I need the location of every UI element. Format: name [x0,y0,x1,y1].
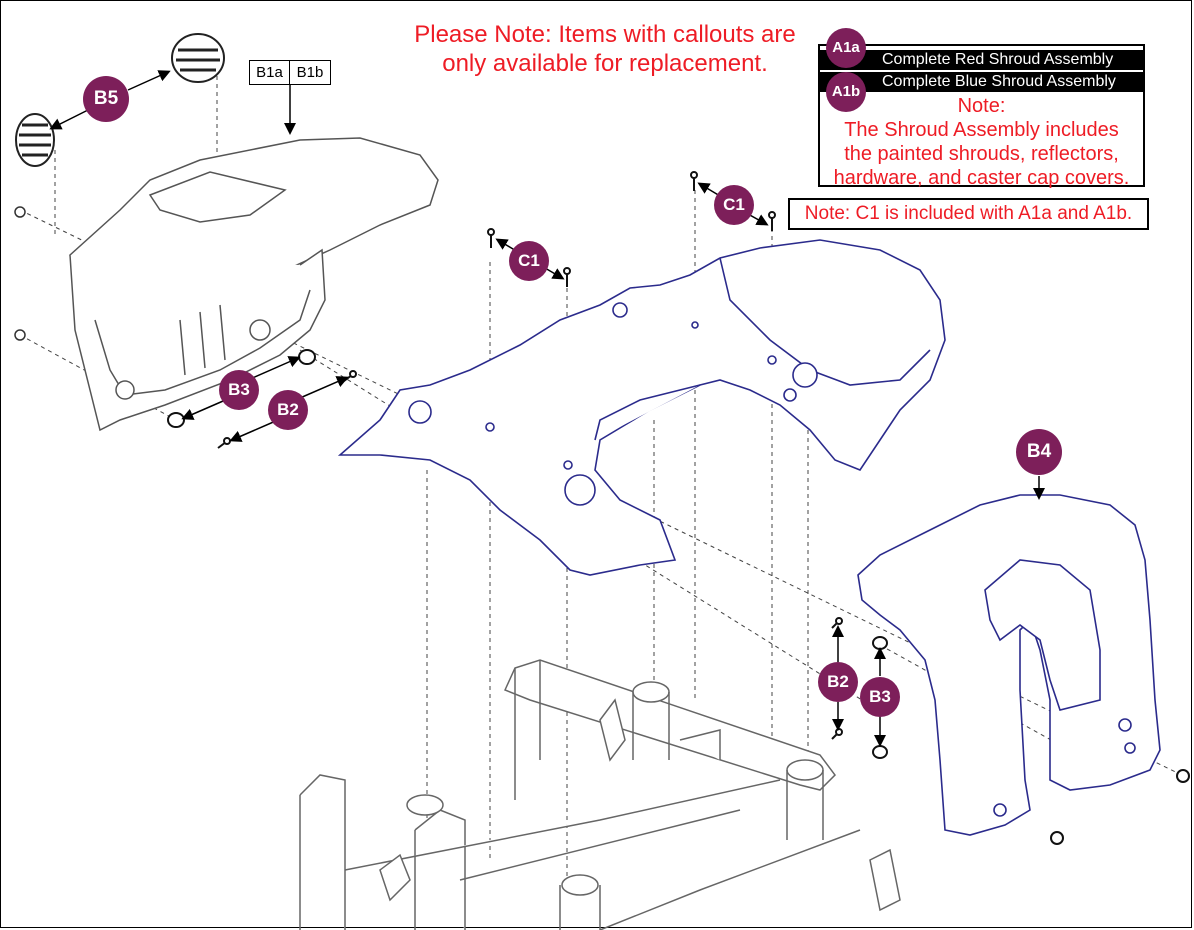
callout-b2-left: B2 [268,390,308,430]
callout-c1-left: C1 [509,241,549,281]
reflector-discs [15,33,225,167]
legend-row-red: Complete Red Shroud Assembly [820,50,1143,70]
callout-a1b: A1b [826,72,866,112]
legend-label-red: Complete Red Shroud Assembly [882,51,1114,68]
callout-b4: B4 [1016,429,1062,475]
legend-note-line-3: hardware, and caster cap covers. [833,167,1130,189]
callout-b5: B5 [83,76,129,122]
replacement-notice: Please Note: Items with callouts are onl… [372,20,838,78]
notice-line-2: only available for replacement. [442,50,768,77]
legend-note-line-2: the painted shrouds, reflectors, [844,143,1119,165]
callout-b3-right: B3 [860,677,900,717]
c1-inclusion-note: Note: C1 is included with A1a and A1b. [788,198,1149,230]
part-number-b1b: B1b [289,60,331,85]
callout-a1a: A1a [826,28,866,68]
side-nuts [14,206,26,341]
callout-c1-right: C1 [714,185,754,225]
legend-note: Note: The Shroud Assembly includes the p… [820,94,1143,190]
part-number-b1a: B1a [249,60,290,85]
assembly-legend: Complete Red Shroud Assembly Complete Bl… [818,44,1145,190]
front-shroud [857,494,1161,836]
rear-shroud [69,137,439,432]
chassis-frame [299,659,901,930]
legend-note-line-1: The Shroud Assembly includes [844,119,1119,141]
callout-b2-right: B2 [818,662,858,702]
top-shroud [337,239,946,576]
legend-row-blue: Complete Blue Shroud Assembly [820,72,1143,92]
callout-leaders [49,70,1045,747]
legend-note-title: Note: [957,95,1006,117]
callout-b3-left: B3 [219,370,259,410]
hardware [167,171,1190,845]
legend-label-blue: Complete Blue Shroud Assembly [882,73,1116,90]
notice-line-1: Please Note: Items with callouts are [414,21,796,48]
